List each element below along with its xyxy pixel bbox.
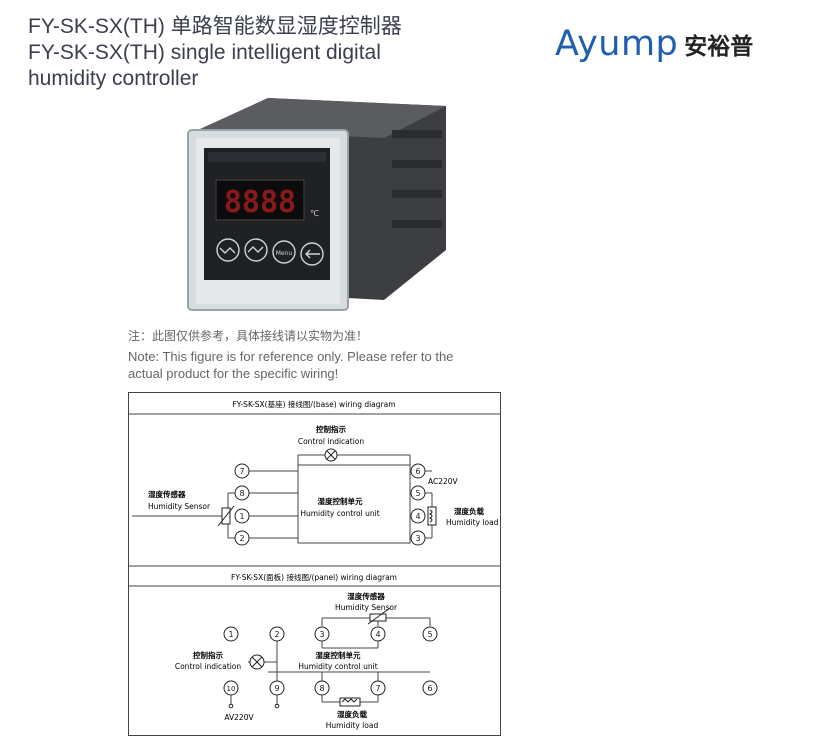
base-terminal-5-label: 5	[415, 489, 420, 498]
base-load-coil-icon	[427, 506, 437, 526]
panel-load-cn: 湿度负载	[337, 709, 367, 719]
up-wave-button	[244, 238, 268, 262]
base-unit-cn: 湿度控制单元	[318, 496, 363, 506]
panel-diagram-title: FY-SK-SX(面板) 接线图/(panel) wiring diagram	[231, 572, 397, 582]
wiring-diagrams: FY-SK-SX(基座) 接线图/(base) wiring diagram 控…	[128, 392, 501, 736]
panel-load-en: Humidity load	[326, 721, 379, 730]
base-terminal-4-label: 4	[415, 512, 420, 521]
panel-terminal-8-label: 8	[319, 684, 324, 693]
base-terminal-7-label: 7	[239, 467, 244, 476]
base-unit-en: Humidity control unit	[300, 509, 379, 518]
base-terminal-2-label: 2	[239, 534, 244, 543]
panel-sensor-en: Humidity Sensor	[335, 603, 398, 612]
note-en-line-1: Note: This figure is for reference only.…	[128, 349, 454, 364]
panel-indication-en: Control indication	[175, 662, 242, 671]
panel-terminal-6-label: 6	[427, 684, 432, 693]
panel-terminal-6	[422, 680, 438, 696]
base-control-unit-box	[297, 464, 411, 544]
controller-device-image: 8888 ℃ Menu	[187, 98, 446, 311]
panel-terminal-7-label: 7	[375, 684, 380, 693]
note-en-line-2: actual product for the specific wiring!	[128, 366, 339, 381]
panel-unit-cn: 湿度控制单元	[316, 650, 361, 660]
panel-power-label: AV220V	[224, 713, 254, 722]
title-line-1: FY-SK-SX(TH) 单路智能数显湿度控制器	[28, 15, 402, 38]
base-diagram-title: FY-SK-SX(基座) 接线图/(base) wiring diagram	[232, 399, 395, 409]
panel-sensor-cn: 湿度传感器	[347, 591, 385, 601]
panel-terminal-3-label: 3	[319, 630, 324, 639]
panel-unit-en: Humidity control unit	[298, 662, 377, 671]
title-line-2: FY-SK-SX(TH) single intelligent digital	[28, 41, 381, 64]
product-title: FY-SK-SX(TH) 单路智能数显湿度控制器 FY-SK-SX(TH) si…	[28, 14, 402, 92]
device-unit-label: ℃	[310, 209, 319, 218]
up-wave-icon	[247, 246, 264, 253]
panel-terminal-4-label: 4	[375, 630, 380, 639]
panel-terminal-2-label: 2	[274, 630, 279, 639]
base-terminal-3-label: 3	[415, 534, 420, 543]
panel-terminal-9-label: 9	[274, 684, 279, 693]
title-line-3: humidity controller	[28, 67, 199, 90]
base-terminal-1-label: 1	[239, 512, 244, 521]
panel-sensor-resistor-icon	[367, 607, 391, 625]
base-terminal-8-label: 8	[239, 489, 244, 498]
panel-terminal-5	[422, 626, 438, 642]
logo-text-en: Ayump	[555, 24, 679, 64]
base-sensor-en: Humidity Sensor	[148, 502, 211, 511]
device-display-digits: 8888	[224, 185, 296, 220]
base-indication-cn: 控制指示	[316, 424, 346, 434]
base-sensor-cn: 湿度传感器	[148, 489, 186, 499]
panel-indication-cn: 控制指示	[193, 650, 223, 660]
brand-logo: Ayump 安裕普	[555, 24, 753, 64]
base-load-en: Humidity load	[446, 518, 499, 527]
menu-button	[272, 240, 296, 264]
menu-button-label: Menu	[276, 250, 293, 257]
panel-terminal-1-label: 1	[228, 630, 233, 639]
panel-load-coil-icon	[339, 697, 361, 707]
panel-terminal-10-label: 10	[227, 685, 236, 693]
panel-indicator-lamp-icon	[249, 654, 265, 670]
logo-text-cn: 安裕普	[684, 34, 754, 60]
base-power-label: AC220V	[428, 477, 459, 486]
note-cn: 注：此图仅供参考，具体接线请以实物为准！	[128, 329, 369, 343]
reference-note: 注：此图仅供参考，具体接线请以实物为准！ Note: This figure i…	[128, 328, 453, 382]
panel-terminal-1	[223, 626, 239, 642]
base-terminal-6-label: 6	[415, 467, 420, 476]
enter-button	[300, 242, 324, 266]
enter-arrow-icon	[305, 249, 320, 259]
down-wave-button	[216, 238, 240, 262]
panel-terminal-5-label: 5	[427, 630, 432, 639]
base-indication-en: Control indication	[298, 437, 365, 446]
base-sensor-resistor-icon	[217, 505, 235, 527]
down-wave-icon	[219, 247, 236, 254]
base-load-cn: 湿度负载	[454, 506, 484, 516]
